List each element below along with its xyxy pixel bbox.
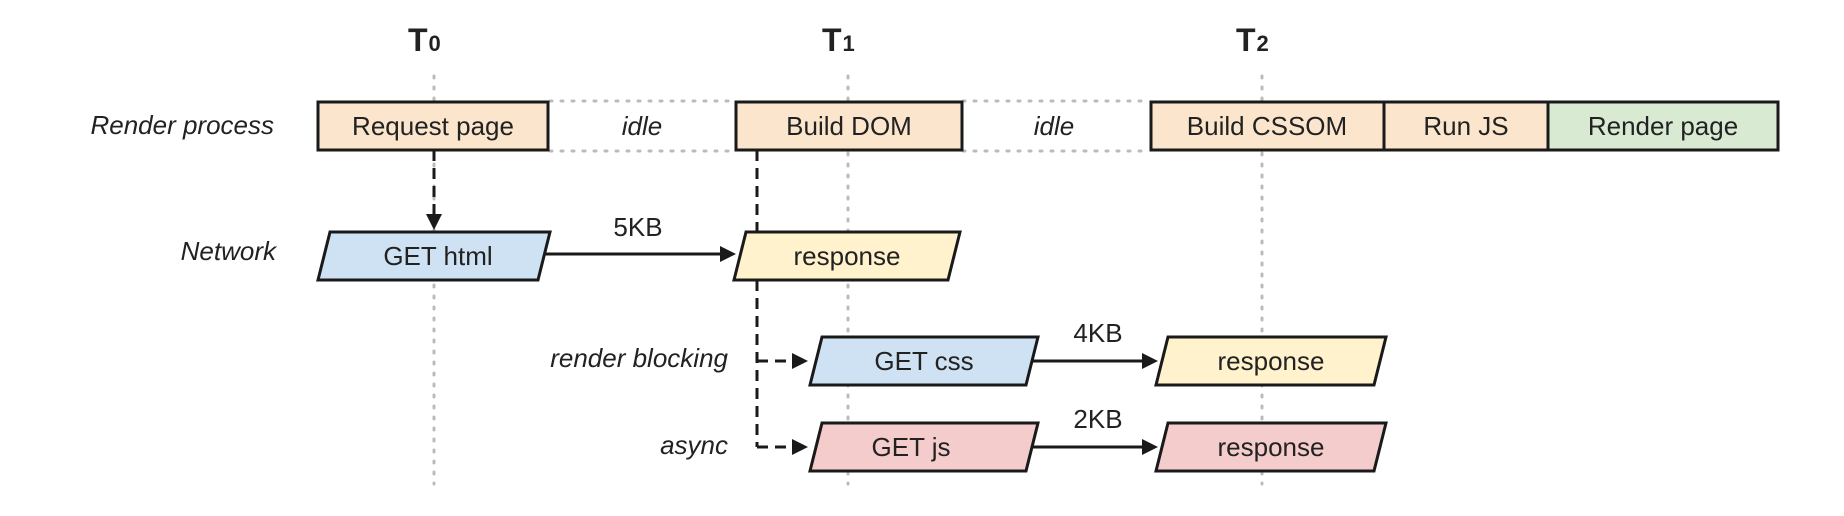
block-request-page-label: Request page	[352, 111, 514, 141]
arrow-to-get-css-head	[792, 353, 808, 369]
block-build-cssom-label: Build CSSOM	[1187, 111, 1347, 141]
block-css-response-label: response	[1218, 346, 1325, 376]
lane-label-async: async	[660, 430, 728, 460]
time-marker-t0: T0	[408, 22, 441, 58]
arrow-html-transfer-head	[720, 246, 736, 262]
lane-label-render-blocking: render blocking	[550, 343, 728, 373]
block-render-page	[1546, 100, 1780, 152]
block-get-js-label: GET js	[872, 432, 951, 462]
block-get-html	[316, 230, 552, 282]
lane-label-render-process: Render process	[90, 110, 274, 140]
time-marker-t2: T2	[1236, 22, 1269, 58]
block-html-response	[732, 230, 962, 282]
arrow-css-transfer-head	[1142, 353, 1158, 369]
block-get-css	[808, 335, 1040, 387]
block-run-js-label: Run JS	[1423, 111, 1508, 141]
lane-label-network: Network	[181, 236, 278, 266]
time-marker-t1: T1	[822, 22, 855, 58]
block-get-js	[808, 421, 1040, 473]
block-html-response-label: response	[794, 241, 901, 271]
block-get-css-label: GET css	[874, 346, 973, 376]
arrow-request-to-get-html-head	[426, 214, 442, 230]
block-render-page-label: Render page	[1588, 111, 1738, 141]
block-get-html-label: GET html	[383, 241, 492, 271]
html-size-label: 5KB	[613, 212, 662, 242]
arrow-js-transfer-head	[1142, 439, 1158, 455]
idle-label-1: idle	[622, 111, 662, 141]
block-js-response	[1154, 421, 1388, 473]
block-build-dom-label: Build DOM	[786, 111, 912, 141]
css-size-label: 4KB	[1073, 318, 1122, 348]
block-build-dom	[734, 100, 964, 152]
arrow-to-get-js-head	[792, 439, 808, 455]
block-request-page	[316, 100, 550, 152]
idle-label-2: idle	[1034, 111, 1074, 141]
block-run-js	[1382, 100, 1550, 152]
block-css-response	[1154, 335, 1388, 387]
block-build-cssom	[1149, 100, 1386, 152]
block-js-response-label: response	[1218, 432, 1325, 462]
js-size-label: 2KB	[1073, 404, 1122, 434]
